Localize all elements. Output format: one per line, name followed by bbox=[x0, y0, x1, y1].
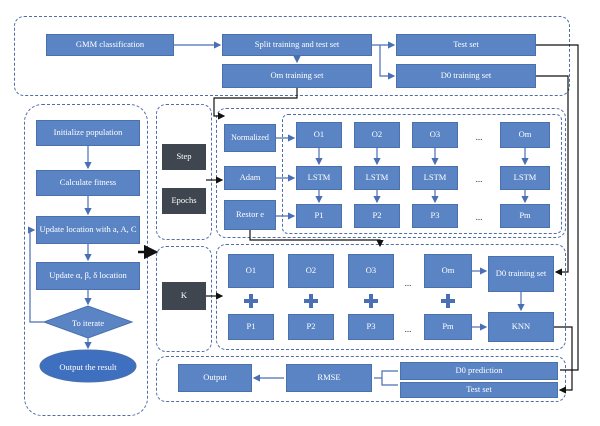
calculate-fitness-box: Calculate fitness bbox=[36, 170, 140, 196]
lstm-cell-1: LSTM bbox=[296, 166, 342, 190]
lstm-cell-ellipsis: ... bbox=[475, 174, 483, 184]
knn-p-ellipsis: ... bbox=[404, 324, 412, 334]
epochs-box: Epochs bbox=[162, 188, 206, 214]
lstm-cell-m: LSTM bbox=[500, 166, 550, 190]
update-location-box: Update location with a, A, C bbox=[36, 216, 140, 244]
lstm-o-1: O1 bbox=[296, 122, 342, 148]
plus-icon-1 bbox=[244, 294, 258, 308]
lstm-o-2: O2 bbox=[354, 122, 400, 148]
lstm-inner-region bbox=[282, 114, 562, 234]
lstm-p-1: P1 bbox=[296, 204, 342, 228]
lstm-p-ellipsis: ... bbox=[475, 212, 483, 222]
d0-training-set-box: D0 training set bbox=[396, 64, 536, 88]
lstm-region bbox=[216, 108, 566, 238]
knn-o-3: O3 bbox=[348, 254, 394, 288]
plus-icon-2 bbox=[304, 294, 318, 308]
step-box: Step bbox=[162, 144, 206, 170]
d0-prediction-box: D0 prediction bbox=[400, 362, 558, 380]
iterate-label: To iterate bbox=[71, 318, 105, 328]
knn-p-2: P2 bbox=[288, 314, 334, 340]
knn-box: KNN bbox=[488, 312, 554, 342]
output-result-label: Output the result bbox=[59, 362, 117, 372]
test-set-box: Test set bbox=[396, 34, 536, 56]
om-training-set-box: Om training set bbox=[222, 64, 372, 88]
knn-o-1: O1 bbox=[228, 254, 274, 288]
knn-o-ellipsis: ... bbox=[404, 278, 412, 288]
knn-p-1: P1 bbox=[228, 314, 274, 340]
top-region bbox=[14, 16, 570, 96]
lstm-cell-2: LSTM bbox=[354, 166, 400, 190]
lstm-p-3: P3 bbox=[412, 204, 458, 228]
lstm-cell-3: LSTM bbox=[412, 166, 458, 190]
lstm-o-ellipsis: ... bbox=[475, 132, 483, 142]
k-box: K bbox=[162, 282, 206, 310]
restore-box: Restor e bbox=[224, 200, 276, 230]
split-training-test-box: Split training and test set bbox=[222, 34, 372, 56]
output-box: Output bbox=[178, 364, 252, 392]
rmse-box: RMSE bbox=[286, 364, 372, 392]
params-region-bottom bbox=[156, 246, 212, 352]
update-abd-box: Update α, β, δ location bbox=[36, 262, 140, 290]
lstm-o-m: Om bbox=[500, 122, 550, 148]
knn-d0-training-box: D0 training set bbox=[488, 256, 554, 292]
woa-region bbox=[24, 104, 148, 416]
knn-p-m: Pm bbox=[424, 314, 472, 340]
plus-icon-3 bbox=[364, 294, 378, 308]
lstm-o-3: O3 bbox=[412, 122, 458, 148]
adam-box: Adam bbox=[224, 166, 276, 190]
initialize-population-box: Initialize population bbox=[36, 120, 140, 146]
bottom-region bbox=[156, 356, 566, 402]
lstm-p-m: Pm bbox=[500, 204, 550, 228]
knn-p-3: P3 bbox=[348, 314, 394, 340]
iterate-diamond bbox=[42, 305, 134, 339]
knn-o-m: Om bbox=[424, 254, 472, 288]
params-region-top bbox=[156, 104, 212, 240]
plus-icon-4 bbox=[441, 294, 455, 308]
normalized-box: Normalized bbox=[224, 124, 276, 152]
lstm-p-2: P2 bbox=[354, 204, 400, 228]
knn-o-2: O2 bbox=[288, 254, 334, 288]
bottom-test-set-box: Test set bbox=[400, 382, 558, 398]
gmm-classification-box: GMM classification bbox=[46, 34, 174, 56]
output-result-ellipse bbox=[39, 349, 137, 383]
